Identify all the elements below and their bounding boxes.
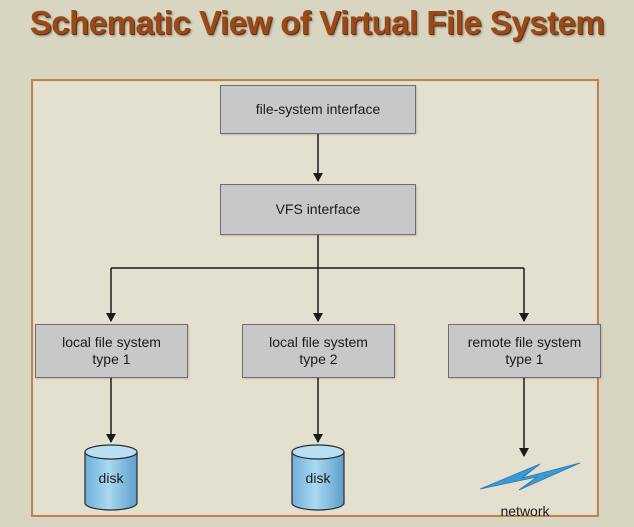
disk-label-1: disk bbox=[98, 470, 124, 486]
local-fs-type-1-label: local file system type 1 bbox=[62, 334, 161, 367]
vfs-interface-box: VFS interface bbox=[220, 184, 416, 235]
disk-label-2: disk bbox=[305, 470, 331, 486]
network-label: network bbox=[500, 503, 550, 519]
local-fs-type-1-box: local file system type 1 bbox=[35, 324, 188, 378]
file-system-interface-box: file-system interface bbox=[220, 85, 416, 134]
remote-fs-type-1-label: remote file system type 1 bbox=[467, 334, 582, 367]
local-fs-type-2-box: local file system type 2 bbox=[242, 324, 395, 378]
slide-title: Schematic View of Virtual File System bbox=[29, 4, 605, 41]
remote-fs-type-1-box: remote file system type 1 bbox=[448, 324, 601, 378]
file-system-interface-label: file-system interface bbox=[255, 101, 381, 117]
vfs-interface-label: VFS interface bbox=[275, 201, 361, 217]
diagram-frame bbox=[31, 79, 599, 517]
local-fs-type-2-label: local file system type 2 bbox=[269, 334, 368, 367]
